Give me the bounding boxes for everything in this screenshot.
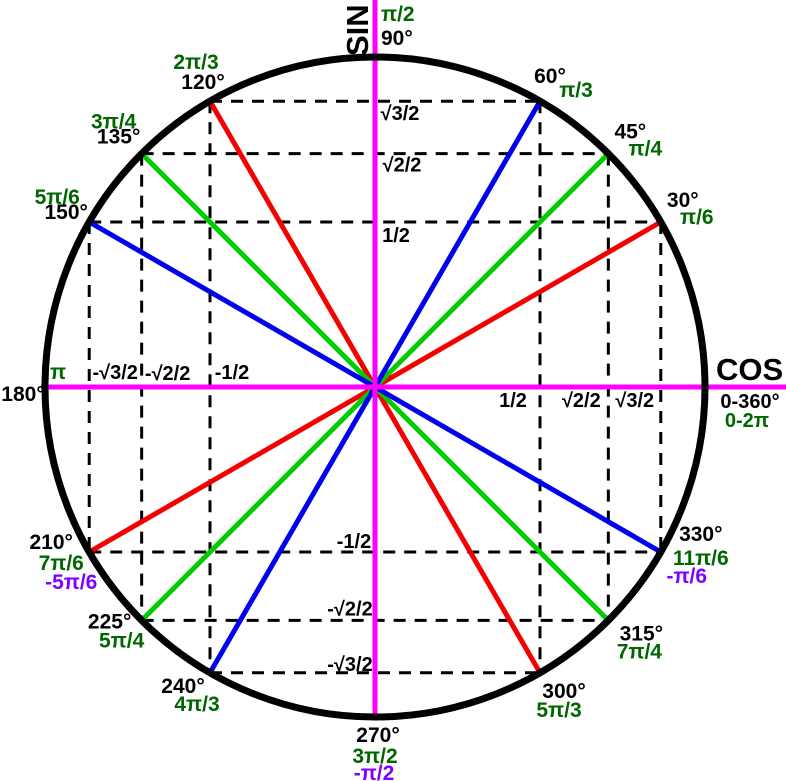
- sin-value-label-2: 1/2: [382, 225, 410, 247]
- bottom-radian-label: 3π/2: [352, 745, 397, 768]
- angle-210-negative-radian-label: -5π/6: [45, 571, 97, 594]
- angle-120-radian-label: 2π/3: [173, 51, 218, 74]
- angle-30-degree-label: 30°: [667, 189, 699, 212]
- angle-225-degree-label: 225°: [88, 610, 131, 633]
- angle-60-radian-label: π/3: [559, 79, 593, 102]
- sin-axis-title: SIN: [340, 4, 375, 56]
- labels: 30°π/645°π/460°π/3120°2π/3135°3π/4150°5π…: [1, 3, 783, 781]
- cos-degree-range-label: 0-360°: [720, 391, 779, 413]
- cos-value-label-5: √3/2: [615, 390, 654, 412]
- angle-135-degree-label: 135°: [97, 126, 140, 149]
- angle-300-degree-label: 300°: [542, 680, 585, 703]
- sin-value-label-0: √3/2: [381, 103, 420, 125]
- cos-value-label-0: -√3/2: [92, 362, 137, 384]
- bottom-negative-radian-label: -π/2: [354, 762, 395, 781]
- cos-value-label-4: √2/2: [562, 390, 601, 412]
- angle-240-degree-label: 240°: [161, 675, 204, 698]
- sin-value-label-5: -√3/2: [327, 654, 372, 676]
- angle-150-radian-label: 5π/6: [35, 186, 80, 209]
- sin-cos-axes: [41, 0, 786, 720]
- angle-210-degree-label: 210°: [29, 531, 72, 554]
- angle-225-radian-label: 5π/4: [99, 629, 145, 652]
- circle-ring: [41, 53, 709, 721]
- angle-330-radian-label: 11π/6: [673, 547, 729, 570]
- sin-value-label-1: √2/2: [383, 155, 422, 177]
- cos-radian-range-label: 0-2π: [725, 410, 769, 432]
- cos-axis-title: COS: [716, 352, 783, 387]
- angle-135-radian-label: 3π/4: [91, 111, 137, 134]
- angle-315-radian-label: 7π/4: [617, 640, 663, 663]
- angle-210-radian-label: 7π/6: [39, 552, 84, 575]
- top-radian-label: π/2: [381, 3, 415, 26]
- left-radian-label: π: [50, 361, 66, 384]
- cos-value-label-3: 1/2: [499, 390, 527, 412]
- bottom-degree-label: 270°: [356, 724, 399, 747]
- angle-120-degree-label: 120°: [181, 71, 224, 94]
- cos-value-label-1: -√2/2: [145, 363, 190, 385]
- angle-150-degree-label: 150°: [44, 201, 87, 224]
- sin-value-label-4: -√2/2: [327, 598, 372, 620]
- angle-300-radian-label: 5π/3: [536, 699, 581, 722]
- angle-315-degree-label: 315°: [620, 622, 663, 645]
- angle-45-degree-label: 45°: [614, 121, 646, 144]
- unit-circle: [41, 53, 709, 721]
- angle-30-radian-label: π/6: [680, 206, 714, 229]
- cos-value-label-2: -1/2: [215, 362, 249, 384]
- angle-330-degree-label: 330°: [679, 523, 722, 546]
- top-degree-label: 90°: [381, 27, 413, 50]
- angle-45-radian-label: π/4: [629, 138, 663, 161]
- left-degree-label: 180°: [1, 383, 44, 406]
- angle-330-negative-radian-label: -π/6: [666, 565, 707, 588]
- angle-60-degree-label: 60°: [534, 65, 566, 88]
- sin-value-label-3: -1/2: [337, 531, 371, 553]
- angle-240-radian-label: 4π/3: [174, 693, 219, 716]
